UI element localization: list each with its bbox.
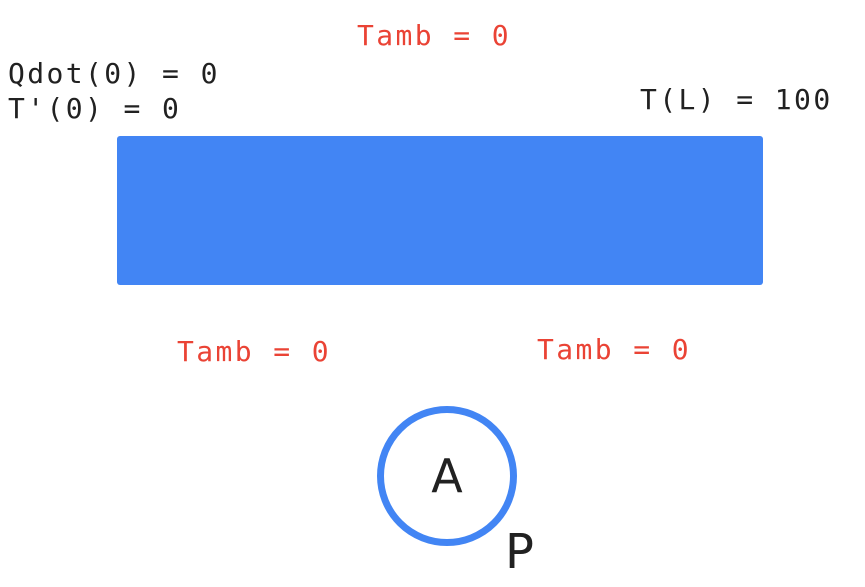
right-bc-label: T(L) = 100 [640,83,833,116]
bottom-left-ambient-label: Tamb = 0 [177,335,332,368]
left-derivative-bc-label: T'(0) = 0 [8,92,182,125]
bottom-right-ambient-label: Tamb = 0 [537,333,692,366]
cross-section-circle [377,406,517,546]
perimeter-label: P [505,524,534,580]
left-flux-bc-label: Qdot(0) = 0 [8,57,220,90]
area-label: A [431,449,463,503]
rod-body [117,136,763,285]
top-ambient-label: Tamb = 0 [357,19,512,52]
